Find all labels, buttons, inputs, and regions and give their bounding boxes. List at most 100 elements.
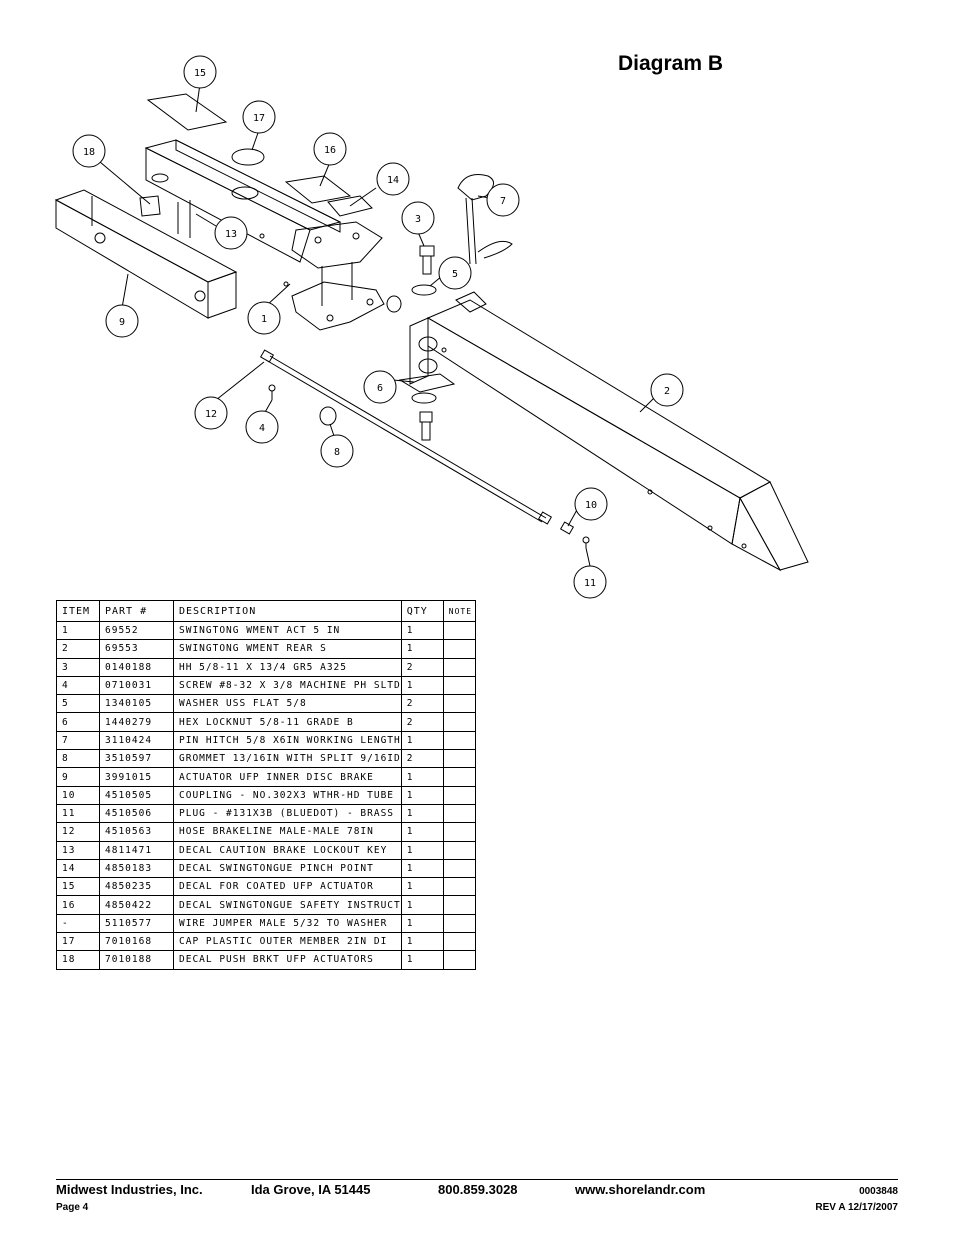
cell-item: 7 [56,730,100,751]
cap-17 [231,148,265,166]
cell-item: 10 [56,785,100,805]
cell-part-number: 7010188 [99,950,174,970]
footer-revision: REV A 12/17/2007 [815,1202,898,1213]
cell-description: DECAL SWINGTONGUE PINCH POINT [173,858,402,879]
svg-text:5: 5 [452,269,458,280]
cell-note [442,639,476,659]
cell-note [442,932,476,952]
locknut-6 [386,295,402,313]
screw-4 [268,384,276,400]
cell-description: DECAL SWINGTONGUE SAFETY INSTRUCT [173,895,402,915]
cell-qty: 1 [400,620,444,641]
table-header-row: ITEM PART # DESCRIPTION QTY NOTE [56,600,476,622]
cell-qty: 1 [400,877,444,897]
callout-17: 17 [242,100,276,134]
callout-7: 7 [486,183,520,217]
cell-item: 17 [56,932,100,952]
cell-part-number: 4850235 [99,877,174,897]
svg-text:15: 15 [194,68,206,79]
cell-note [442,803,476,824]
cell-item: 4 [56,675,100,696]
callout-11: 11 [573,565,607,599]
svg-text:6: 6 [377,383,383,394]
cell-item: - [56,913,100,934]
cell-part-number: 3110424 [99,730,174,751]
cell-part-number: 1340105 [99,694,174,714]
cell-note [442,767,476,787]
cell-qty: 1 [400,803,444,824]
callout-10: 10 [574,487,608,521]
cell-qty: 1 [400,913,444,934]
cell-description: CAP PLASTIC OUTER MEMBER 2IN DI [173,932,402,952]
cell-part-number: 4811471 [99,840,174,860]
footer-city: Ida Grove, IA 51445 [251,1182,371,1197]
cell-qty: 1 [400,822,444,842]
cell-item: 9 [56,767,100,787]
footer-doc-number: 0003848 [859,1186,898,1197]
header-qty: QTY [400,600,444,622]
cell-part-number: 3991015 [99,767,174,787]
decal-15 [146,93,228,131]
cell-qty: 1 [400,950,444,970]
cell-qty: 2 [400,749,444,769]
actuator-housing-1 [144,139,385,331]
cell-qty: 1 [400,639,444,659]
cell-description: DECAL PUSH BRKT UFP ACTUATORS [173,950,402,970]
header-item: ITEM [56,600,100,622]
cell-note [442,620,476,641]
callout-8: 8 [320,434,354,468]
header-part-number: PART # [99,600,174,622]
callout-4: 4 [245,410,279,444]
header-description: DESCRIPTION [173,600,402,622]
cell-description: PIN HITCH 5/8 X6IN WORKING LENGTH [173,730,402,751]
cell-qty: 1 [400,730,444,751]
cell-item: 3 [56,657,100,677]
cell-description: PLUG - #131X3B (BLUEDOT) - BRASS [173,803,402,824]
cell-qty: 1 [400,767,444,787]
cell-item: 15 [56,877,100,897]
washer-5 [411,284,437,296]
svg-text:10: 10 [585,500,597,511]
footer-website[interactable]: www.shorelandr.com [575,1182,706,1197]
cell-description: WIRE JUMPER MALE 5/32 TO WASHER [173,913,402,934]
callout-12: 12 [194,396,228,430]
grommet-8 [319,406,337,426]
cell-item: 1 [56,620,100,641]
svg-text:1: 1 [261,314,267,325]
cell-item: 18 [56,950,100,970]
header-note: NOTE [442,600,476,622]
actuator-inner-9 [54,189,238,319]
cell-note [442,749,476,769]
svg-text:14: 14 [387,175,399,186]
plug-11 [582,536,590,548]
cell-part-number: 4510563 [99,822,174,842]
cell-qty: 1 [400,895,444,915]
cell-item: 13 [56,840,100,860]
decal-16 [284,175,352,204]
decal-18 [139,195,161,217]
cell-item: 16 [56,895,100,915]
cell-description: WASHER USS FLAT 5/8 [173,694,402,714]
cell-item: 14 [56,858,100,879]
callout-9: 9 [105,304,139,338]
cell-note [442,712,476,732]
cell-note [442,675,476,696]
cell-qty: 1 [400,785,444,805]
cell-item: 8 [56,749,100,769]
cell-qty: 1 [400,675,444,696]
